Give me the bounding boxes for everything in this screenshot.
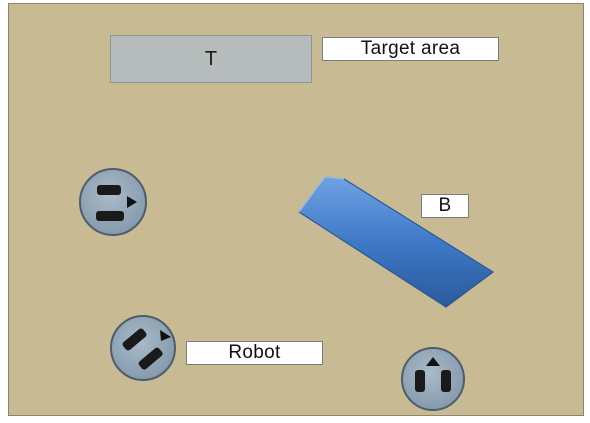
robot-2-wheel-bottom bbox=[138, 347, 163, 370]
target-area: T bbox=[110, 35, 312, 83]
robot-3 bbox=[401, 347, 465, 411]
target-area-letter: T bbox=[204, 47, 218, 70]
robot-3-wheel-left bbox=[415, 370, 425, 392]
diagram-shapes bbox=[79, 168, 495, 411]
robot-label: Robot bbox=[186, 341, 323, 365]
arena-floor: T Target area B Robot bbox=[8, 3, 584, 416]
robot-1 bbox=[79, 168, 147, 236]
target-area-label: Target area bbox=[322, 37, 499, 61]
robot-2-arrow bbox=[160, 330, 171, 341]
box-label: B bbox=[421, 194, 469, 218]
robot-2-wheel-top bbox=[122, 328, 147, 351]
robot-1-wheel-bottom bbox=[96, 211, 124, 221]
robot-3-arrow bbox=[426, 357, 440, 366]
robot-1-wheel-top bbox=[97, 185, 121, 195]
box-b bbox=[298, 176, 495, 308]
robot-2 bbox=[110, 315, 176, 381]
robot-1-arrow bbox=[127, 196, 137, 208]
robot-3-wheel-right bbox=[441, 370, 451, 392]
